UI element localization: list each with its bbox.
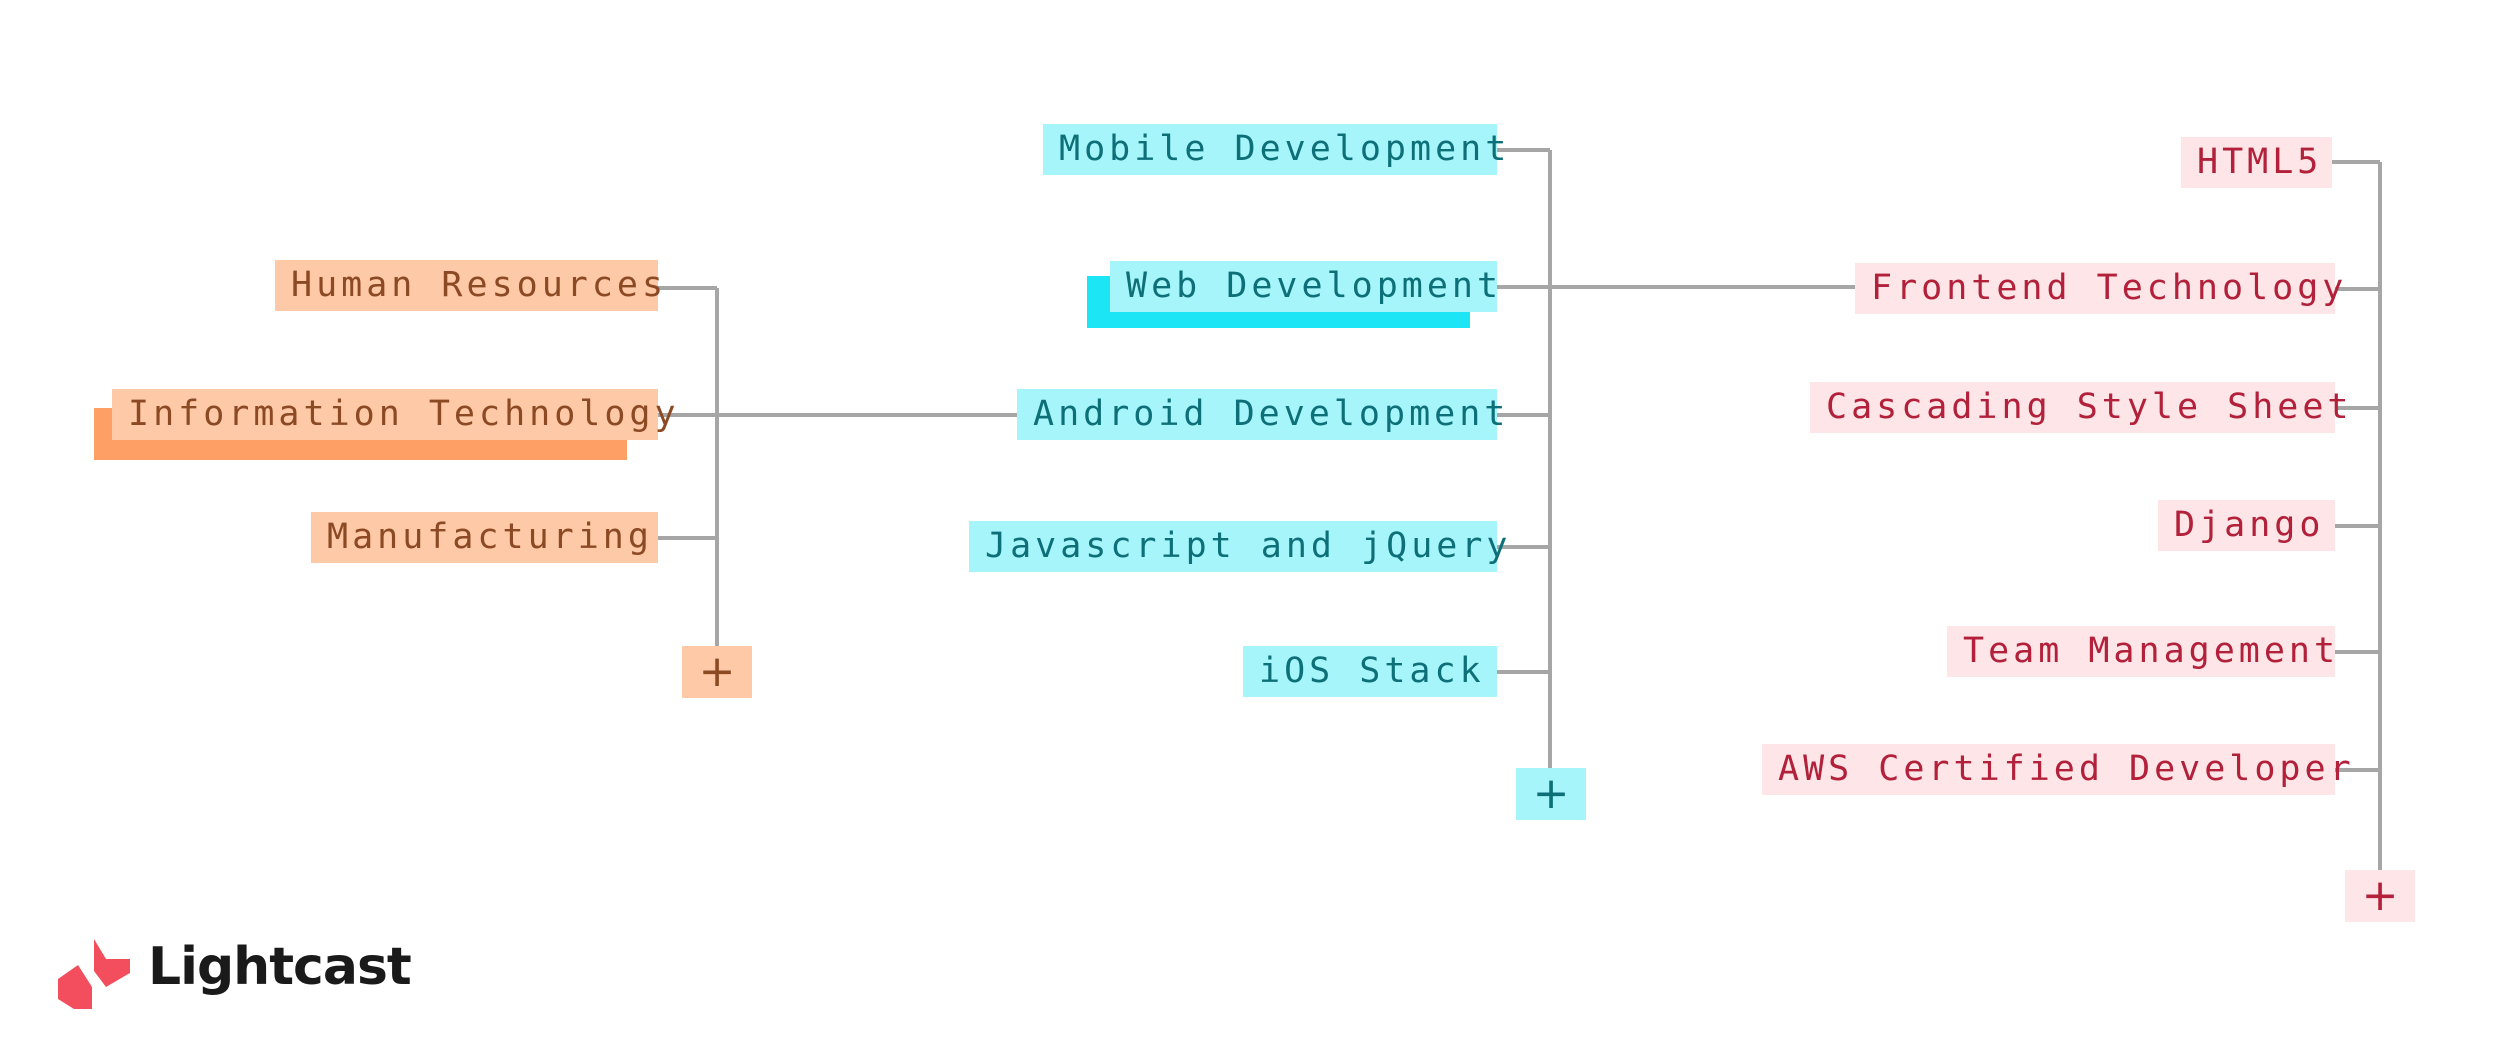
add-skill-button[interactable]: + [2345, 870, 2415, 922]
node-team-management[interactable]: Team Management [1947, 626, 2335, 677]
node-web-development[interactable]: Web Development [1110, 261, 1498, 312]
node-manufacturing[interactable]: Manufacturing [311, 512, 658, 563]
node-information-technology[interactable]: Information Technology [112, 389, 676, 440]
node-human-resources[interactable]: Human Resources [275, 260, 663, 311]
lightcast-logo-mark-icon [58, 939, 130, 1009]
logo-mark-shape-bottom [58, 965, 92, 1009]
node-html5[interactable]: HTML5 [2181, 137, 2332, 188]
node-mobile-development[interactable]: Mobile Development [1043, 124, 1506, 175]
logo-mark-shape-top [94, 939, 130, 987]
add-specialization-button[interactable]: + [1516, 768, 1586, 820]
node-frontend-technology[interactable]: Frontend Technology [1855, 263, 2343, 314]
node-django[interactable]: Django [2158, 500, 2335, 551]
add-industry-button[interactable]: + [682, 646, 752, 698]
node-cascading-style-sheet[interactable]: Cascading Style Sheet [1810, 382, 2349, 433]
lightcast-wordmark: Lightcast [148, 937, 412, 997]
node-android-development[interactable]: Android Development [1017, 389, 1505, 440]
node-aws-certified-developer[interactable]: AWS Certified Developer [1762, 744, 2351, 795]
node-ios-stack[interactable]: iOS Stack [1243, 646, 1497, 697]
node-javascript-and-jquery[interactable]: Javascript and jQuery [969, 521, 1508, 572]
